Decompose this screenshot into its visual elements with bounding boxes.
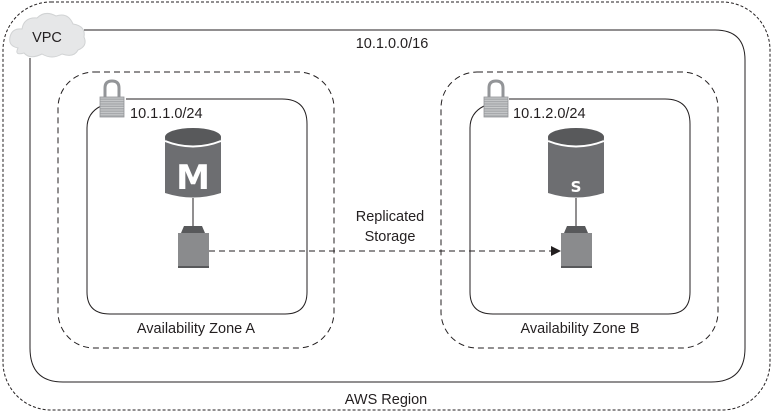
availability-zone-b: Availability Zone B 10.1.2.0/24 S [440, 71, 719, 349]
lock-icon [483, 79, 509, 118]
availability-zone-label: Availability Zone A [137, 321, 256, 337]
replication-label-line1: Replicated [356, 209, 425, 225]
availability-zone-boundary [440, 71, 719, 349]
database-icon [164, 128, 222, 198]
storage-volume-icon [561, 226, 592, 268]
database-role-letter: S [571, 178, 582, 196]
vpc-cloud-icon [9, 12, 86, 58]
subnet-boundary [469, 98, 691, 315]
lock-icon [99, 79, 125, 118]
subnet-boundary [86, 98, 308, 315]
availability-zone-boundary [57, 71, 335, 349]
replication-label-line2: Storage [365, 229, 416, 245]
storage-volume-icon [178, 226, 209, 268]
aws-region-label: AWS Region [345, 392, 427, 408]
vpc-badge-label: VPC [32, 30, 62, 46]
availability-zone-label: Availability Zone B [520, 321, 639, 337]
availability-zone-a: Availability Zone A 10.1.1.0/24 M [57, 71, 335, 349]
subnet-cidr-label: 10.1.2.0/24 [513, 106, 586, 122]
vpc-cidr-label: 10.1.0.0/16 [356, 36, 429, 52]
subnet-cidr-label: 10.1.1.0/24 [130, 106, 203, 122]
database-role-letter: M [176, 158, 210, 198]
vpc-boundary [29, 29, 746, 383]
database-icon [547, 128, 605, 198]
